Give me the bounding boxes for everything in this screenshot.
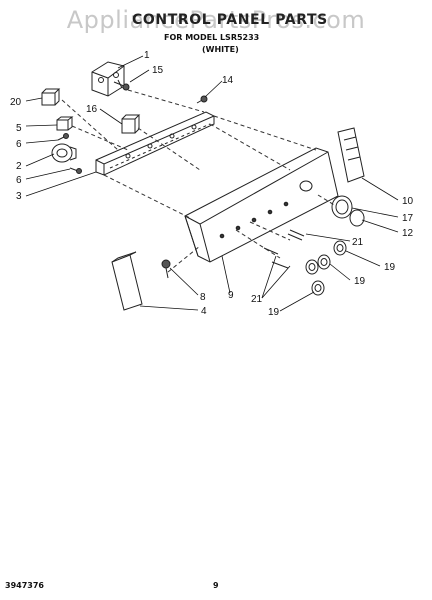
page-number: 9	[213, 581, 219, 590]
callout-12: 12	[402, 228, 414, 239]
callout-15: 15	[152, 65, 164, 76]
part-19-knob-a	[333, 240, 347, 256]
callout-4: 4	[201, 306, 207, 317]
color-note: (WHITE)	[202, 45, 239, 54]
part-21-shaft-upper	[287, 229, 305, 241]
callout-10: 10	[402, 196, 414, 207]
part-10-end-cap	[337, 127, 365, 183]
part-6-screw-upper	[57, 133, 69, 141]
part-1-bracket	[91, 61, 125, 97]
callout-1: 1	[144, 50, 150, 61]
part-5-button	[56, 116, 74, 131]
callout-19-b: 19	[354, 276, 366, 287]
part-19-knob-b	[317, 254, 331, 270]
callout-20: 20	[10, 97, 22, 108]
part-14-screw	[196, 95, 208, 104]
diagram-subtitle: FOR MODEL LSR5233	[164, 33, 260, 42]
part-15-screw	[113, 79, 130, 91]
part-19-knob-d	[311, 280, 325, 296]
callout-16: 16	[86, 104, 98, 115]
part-4-end-cap	[111, 251, 143, 311]
part-17-ring	[331, 195, 353, 219]
callout-19-c: 19	[268, 307, 280, 318]
callout-9: 9	[228, 290, 234, 301]
watermark: AppliancePartsPros.com	[66, 6, 366, 34]
callout-8: 8	[200, 292, 206, 303]
part-16-switch	[121, 114, 141, 134]
callout-21-lower: 21	[251, 294, 263, 305]
callout-labels: 1 15 14 20 16 5 6 2 6 3 10 17 12 21 19 1…	[10, 50, 414, 318]
part-12-knob	[349, 209, 365, 227]
callout-17: 17	[402, 213, 414, 224]
callout-6-lower: 6	[16, 175, 22, 186]
part-20-clip	[41, 88, 61, 106]
part-6-screw-lower	[69, 167, 82, 174]
part-8-screw	[161, 259, 171, 279]
part-21-shaft-lower	[263, 247, 289, 269]
leader-lines	[25, 55, 399, 312]
callout-5: 5	[16, 123, 22, 134]
callout-6-upper: 6	[16, 139, 22, 150]
explosion-lines	[61, 89, 337, 273]
callout-2: 2	[16, 161, 22, 172]
diagram-title: CONTROL PANEL PARTS	[132, 12, 328, 28]
callout-14: 14	[222, 75, 234, 86]
part-9-console-panel	[184, 147, 339, 263]
part-19-knob-c	[305, 259, 319, 275]
callout-19-a: 19	[384, 262, 396, 273]
callout-3: 3	[16, 191, 22, 202]
callout-21-upper: 21	[352, 237, 364, 248]
footer-code: 3947376	[5, 581, 44, 590]
part-2-timer	[51, 143, 77, 163]
